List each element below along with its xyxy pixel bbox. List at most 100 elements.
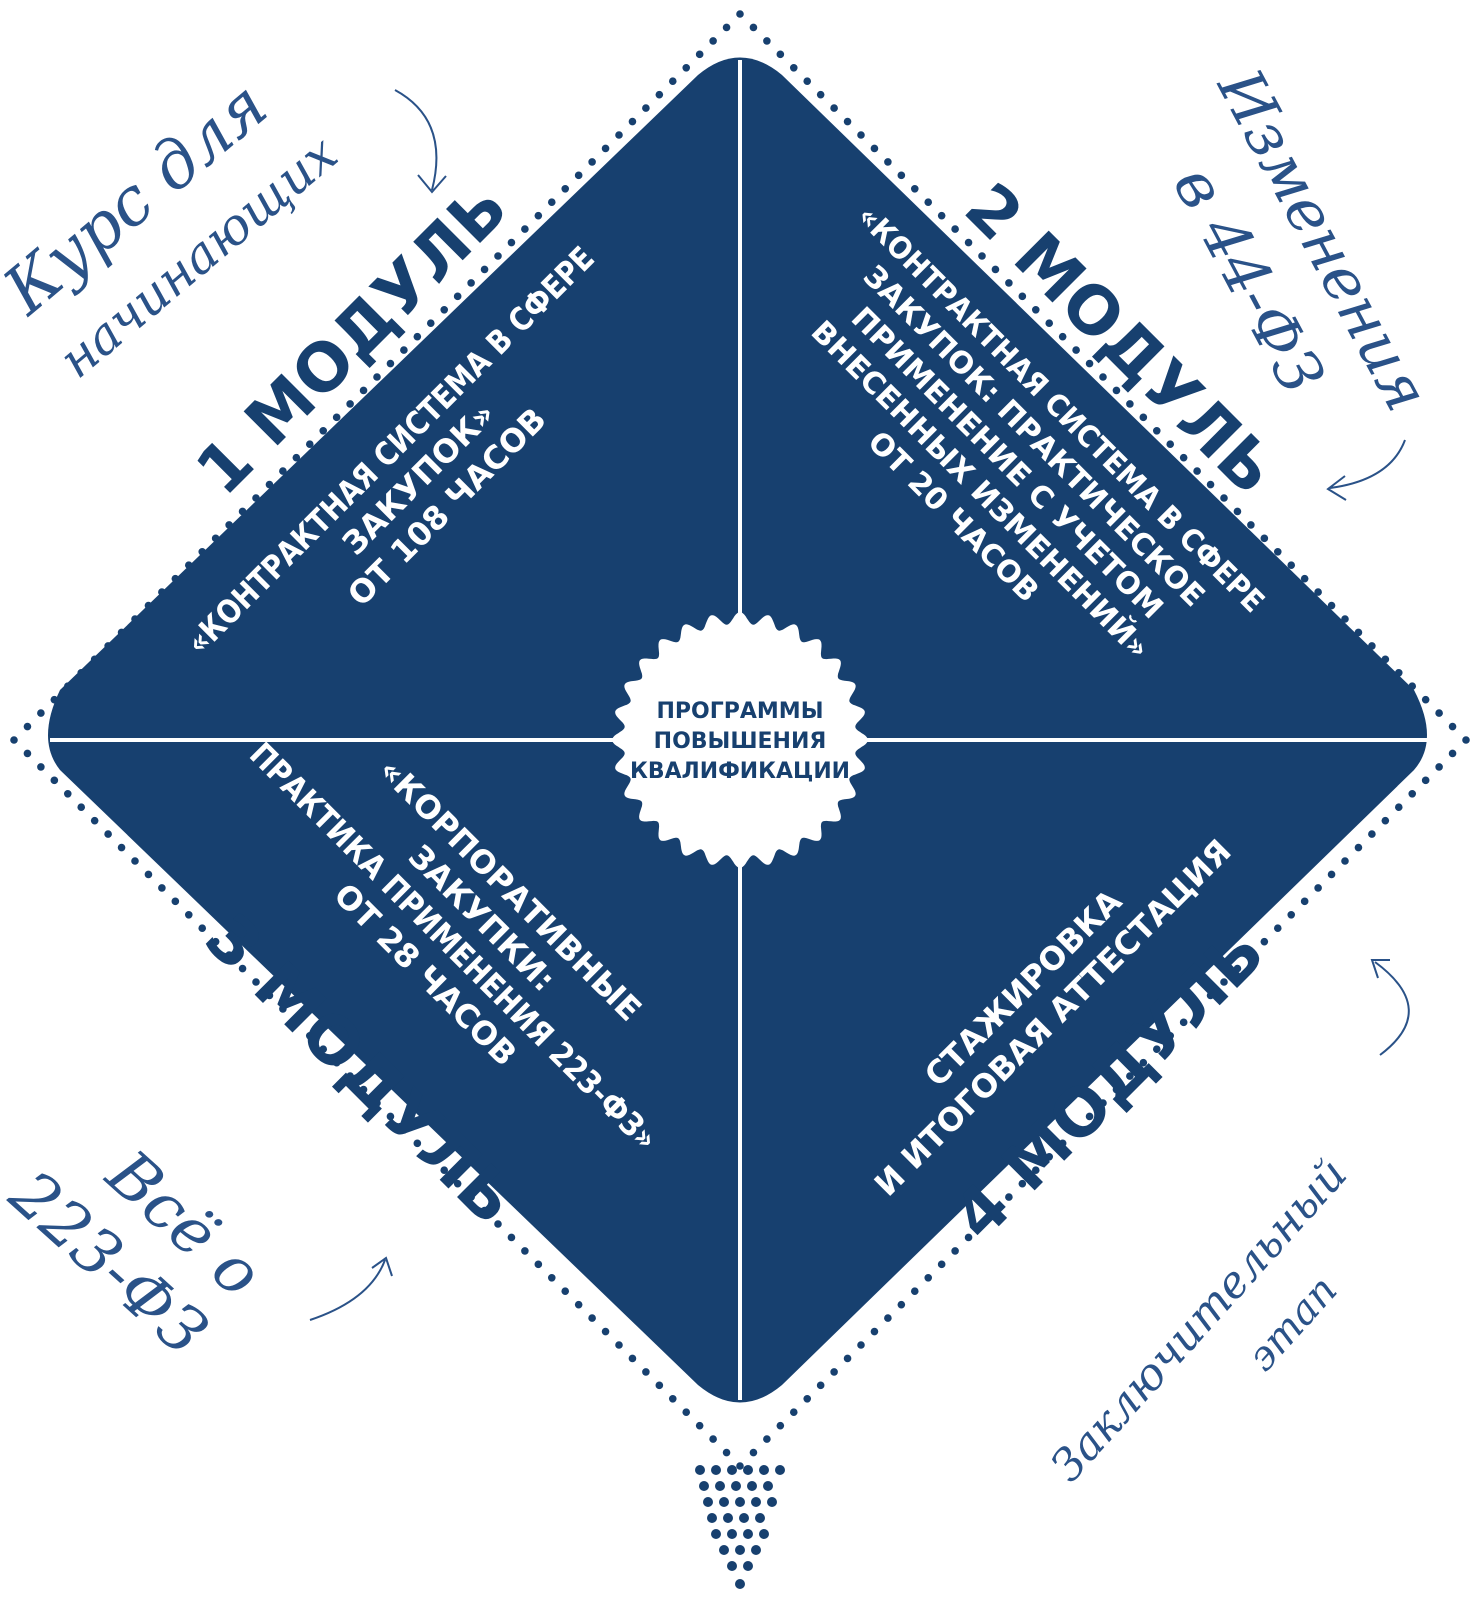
tail-dot xyxy=(723,1513,733,1523)
arrow-module-4 xyxy=(1370,959,1410,1056)
outline-dot xyxy=(117,843,126,852)
outline-dot xyxy=(1206,480,1215,489)
outline-dot xyxy=(1072,346,1080,354)
arrow-module-3 xyxy=(309,1256,393,1321)
outline-dot xyxy=(198,924,207,933)
tail-dot xyxy=(747,1481,757,1491)
outline-dot xyxy=(1421,776,1430,785)
dotted-tail-decoration xyxy=(695,1465,785,1589)
outline-dot xyxy=(1341,857,1349,865)
tail-dot xyxy=(735,1497,745,1507)
outline-dot xyxy=(897,1300,906,1309)
outline-dot xyxy=(534,1260,543,1269)
outline-dot xyxy=(1394,803,1403,812)
outline-dot xyxy=(776,50,785,59)
outline-dot xyxy=(1139,1058,1148,1067)
outline-dot xyxy=(534,211,543,220)
outline-dot xyxy=(682,63,691,72)
outline-dot xyxy=(601,144,610,153)
outline-dot xyxy=(426,319,435,328)
outline-dot xyxy=(1260,937,1269,946)
outline-dot xyxy=(857,131,865,139)
outline-dot xyxy=(1314,588,1322,596)
outline-dot xyxy=(184,910,193,919)
outline-dot xyxy=(279,1005,287,1013)
outline-dot xyxy=(23,749,32,758)
outline-dot xyxy=(131,857,139,865)
outline-dot xyxy=(1139,413,1148,422)
outline-dot xyxy=(830,104,838,112)
outline-dot xyxy=(319,1045,328,1054)
outline-dot xyxy=(1112,386,1121,395)
outline-dot xyxy=(386,1112,395,1121)
outline-dot xyxy=(63,789,72,798)
outline-dot xyxy=(1462,736,1470,744)
outline-dot xyxy=(1448,722,1457,731)
outline-dot xyxy=(709,37,717,45)
outline-dot xyxy=(467,279,475,287)
outline-dot xyxy=(1233,964,1242,973)
outline-dot xyxy=(1220,494,1228,502)
outline-dot xyxy=(1260,534,1269,543)
outline-dot xyxy=(1327,870,1336,879)
outline-dot xyxy=(547,1273,556,1282)
outline-dot xyxy=(1300,897,1309,906)
outline-dot xyxy=(682,1408,691,1417)
arrow-module-1 xyxy=(394,89,447,194)
outline-dot xyxy=(359,1085,368,1094)
outline-dot xyxy=(776,1421,785,1430)
tail-dot xyxy=(739,1513,749,1523)
outline-dot xyxy=(924,1273,933,1282)
outline-dot xyxy=(668,77,677,86)
outline-dot xyxy=(265,991,274,1000)
outline-dot xyxy=(440,1166,449,1175)
outline-dot xyxy=(90,816,99,825)
center-line-2: ПОВЫШЕНИЯ xyxy=(654,729,827,754)
tail-dot xyxy=(699,1481,709,1491)
outline-dot xyxy=(332,413,341,422)
outline-dot xyxy=(480,265,489,274)
outline-dot xyxy=(884,1314,892,1322)
outline-dot xyxy=(574,171,583,180)
outline-dot xyxy=(910,1287,919,1296)
outline-dot xyxy=(1005,1193,1013,1201)
outline-dot xyxy=(736,1462,744,1470)
outline-dot xyxy=(978,252,986,260)
tail-dot xyxy=(735,1579,745,1589)
center-line-1: ПРОГРАММЫ xyxy=(657,699,824,724)
outline-dot xyxy=(1072,1126,1080,1134)
outline-dot xyxy=(171,897,180,906)
outline-dot xyxy=(1193,467,1201,475)
outline-dot xyxy=(722,23,731,32)
outline-dot xyxy=(77,803,86,812)
outline-dot xyxy=(628,117,637,126)
outline-dot xyxy=(453,1179,462,1188)
outline-dot xyxy=(1381,816,1390,825)
outline-dot xyxy=(642,1368,650,1376)
tail-dot xyxy=(735,1545,745,1555)
outline-dot xyxy=(23,722,32,731)
outline-dot xyxy=(951,225,959,233)
outline-dot xyxy=(588,158,596,166)
outline-dot xyxy=(561,184,570,193)
tail-dot xyxy=(727,1465,737,1475)
tail-dot xyxy=(703,1497,713,1507)
outline-dot xyxy=(238,964,247,973)
outline-dot xyxy=(803,1394,812,1403)
outline-dot xyxy=(615,1341,623,1349)
outline-dot xyxy=(1018,292,1027,301)
outline-dot xyxy=(736,10,744,18)
outline-dot xyxy=(628,1354,637,1363)
outline-dot xyxy=(494,252,502,260)
outline-dot xyxy=(1152,1045,1161,1054)
outline-dot xyxy=(763,1435,771,1443)
outline-dot xyxy=(1058,1139,1067,1148)
outline-dot xyxy=(332,1058,341,1067)
outline-dot xyxy=(843,117,852,126)
outline-dot xyxy=(426,1152,435,1161)
tail-dot xyxy=(719,1545,729,1555)
tail-dot xyxy=(743,1561,753,1571)
note-module-4: Заключительный этап xyxy=(1041,1149,1357,1492)
outline-dot xyxy=(1193,1005,1201,1013)
outline-dot xyxy=(1287,910,1296,919)
